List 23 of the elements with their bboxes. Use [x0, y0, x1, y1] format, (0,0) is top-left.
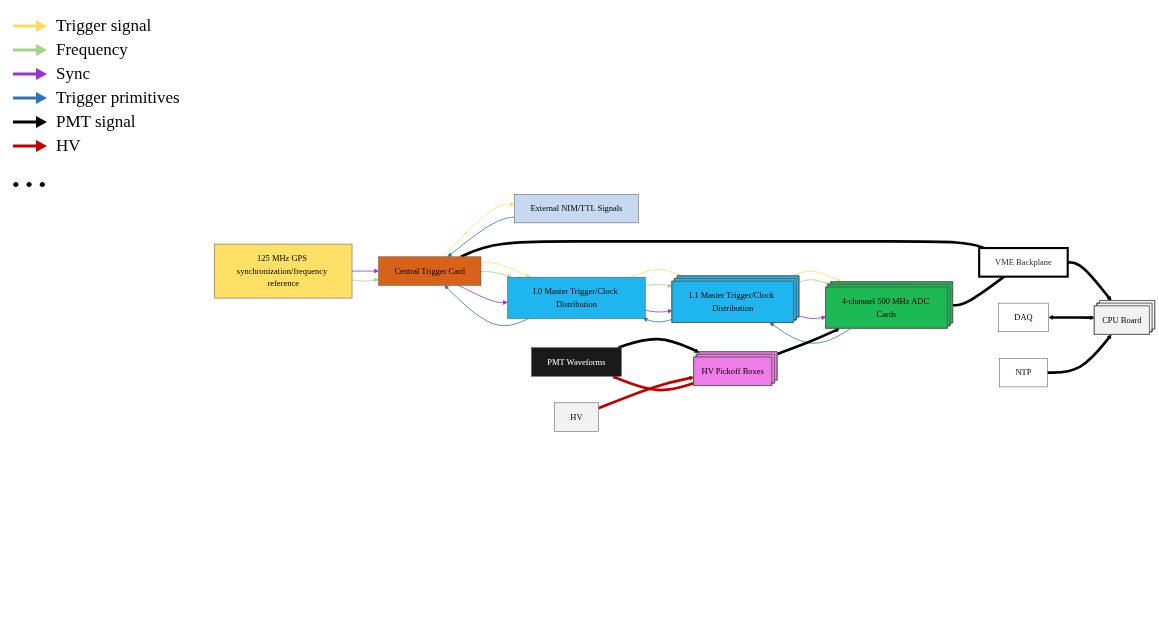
arrow [611, 375, 695, 392]
arrow [776, 328, 840, 356]
node-box: HV [554, 402, 599, 432]
legend-label: Trigger signal [56, 16, 152, 36]
node-box: External NIM/TTL Signals [514, 194, 639, 224]
legend-label: Trigger primitives [56, 88, 180, 108]
node-box: 125 MHz GPS synchronization/frequency reference [214, 243, 353, 299]
node-box: Central Trigger Card [378, 256, 482, 286]
ellipsis-note: • • • [12, 172, 48, 198]
arrow [1047, 334, 1112, 375]
node-box: VME Backplane [978, 247, 1069, 278]
legend-label: Frequency [56, 40, 128, 60]
node-box: NTP [999, 358, 1048, 388]
arrow [597, 376, 695, 410]
legend-label: PMT signal [56, 112, 136, 132]
legend-label: Sync [56, 64, 90, 84]
arrow [1067, 261, 1112, 302]
node-box: PMT Waveforms [531, 347, 622, 377]
arrow [1048, 315, 1095, 321]
node-box: L0 Master Trigger/Clock Distribution [507, 277, 646, 319]
arrow [617, 337, 700, 353]
node-box: DAQ [998, 303, 1049, 333]
legend-label: HV [56, 136, 81, 156]
